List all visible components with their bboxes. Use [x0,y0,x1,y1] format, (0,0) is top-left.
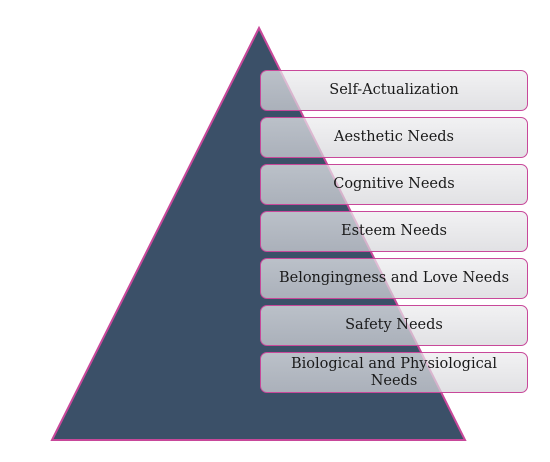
level-biological-physiological-needs: Biological and Physiological Needs [260,352,528,393]
level-esteem-needs: Esteem Needs [260,211,528,252]
level-aesthetic-needs: Aesthetic Needs [260,117,528,158]
needs-levels: Self-Actualization Aesthetic Needs Cogni… [260,70,528,399]
level-self-actualization: Self-Actualization [260,70,528,111]
level-safety-needs: Safety Needs [260,305,528,346]
level-belongingness-love-needs: Belongingness and Love Needs [260,258,528,299]
level-cognitive-needs: Cognitive Needs [260,164,528,205]
